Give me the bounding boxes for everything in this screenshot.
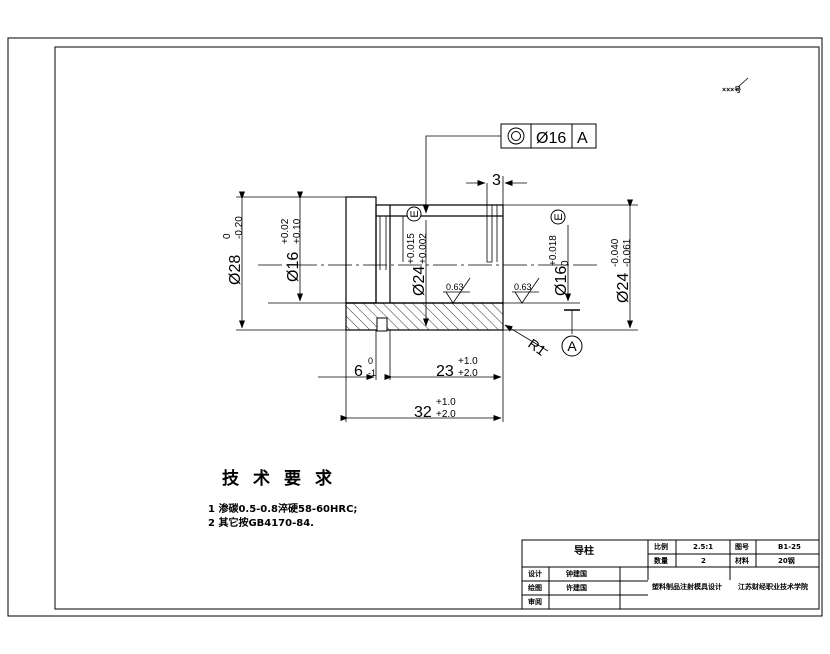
svg-text:-0.20: -0.20 bbox=[234, 216, 245, 239]
svg-text:Ø16: Ø16 bbox=[285, 252, 302, 282]
svg-text:A: A bbox=[567, 338, 577, 354]
svg-text:23: 23 bbox=[436, 363, 454, 380]
svg-text:-0.061: -0.061 bbox=[622, 238, 633, 267]
svg-text:+0.015: +0.015 bbox=[406, 233, 417, 264]
dim-length-23: 23 +1.0 +2.0 bbox=[436, 356, 478, 380]
section-hatch bbox=[345, 302, 504, 331]
corner-mark: ×××号 bbox=[722, 85, 741, 94]
relief-groove bbox=[376, 317, 388, 332]
designer-name: 钟建国 bbox=[566, 570, 587, 578]
svg-text:+0.10: +0.10 bbox=[292, 218, 303, 244]
svg-text:+1.0: +1.0 bbox=[458, 356, 478, 367]
dim-radius: R1 bbox=[525, 335, 549, 358]
svg-text:6: 6 bbox=[354, 363, 363, 380]
envelope-symbol-mid: E bbox=[406, 206, 422, 222]
dim-d24-right: Ø24 -0.040 -0.061 bbox=[610, 238, 633, 303]
svg-text:-0.040: -0.040 bbox=[610, 238, 621, 267]
dim-d16-right: Ø16 +0.018 0 bbox=[548, 235, 571, 296]
drawing-no-value: B1-25 bbox=[778, 543, 801, 551]
dim-length-6: 6 0 -1 bbox=[354, 356, 376, 380]
dim-d28: Ø28 0 -0.20 bbox=[222, 216, 245, 285]
dim-d24-mid: Ø24 +0.015 +0.002 bbox=[406, 233, 429, 296]
svg-text:0: 0 bbox=[368, 356, 373, 366]
scale-value: 2.5:1 bbox=[693, 543, 714, 551]
scale-label: 比例 bbox=[654, 543, 668, 551]
roughness-symbol-1: 0.63 bbox=[443, 277, 471, 304]
svg-text:E: E bbox=[553, 213, 565, 220]
svg-text:+1.0: +1.0 bbox=[436, 397, 456, 408]
envelope-symbol-right: E bbox=[550, 209, 566, 225]
svg-text:0: 0 bbox=[222, 233, 233, 239]
qty-label: 数量 bbox=[654, 557, 668, 565]
material-label: 材料 bbox=[735, 557, 749, 565]
design-label: 设计 bbox=[528, 570, 542, 578]
material-value: 20钢 bbox=[778, 557, 795, 565]
svg-text:32: 32 bbox=[414, 404, 432, 421]
svg-text:+0.02: +0.02 bbox=[280, 218, 291, 244]
title-block bbox=[521, 539, 820, 610]
tech-requirement-item: 2 其它按GB4170-84. bbox=[208, 518, 314, 529]
svg-text:Ø24: Ø24 bbox=[615, 273, 632, 303]
part-name: 导柱 bbox=[574, 546, 594, 557]
dim-width-3: 3 bbox=[492, 172, 501, 189]
svg-text:Ø24: Ø24 bbox=[411, 266, 428, 296]
fcf-datum: A bbox=[577, 130, 588, 147]
svg-text:+0.002: +0.002 bbox=[418, 233, 429, 264]
svg-text:+0.018: +0.018 bbox=[548, 235, 559, 266]
svg-text:0.63: 0.63 bbox=[514, 282, 532, 292]
tech-requirements-title: 技术要求 bbox=[222, 469, 346, 489]
project-name: 塑料制品注射模具设计 bbox=[652, 583, 722, 591]
svg-text:0: 0 bbox=[560, 260, 571, 266]
draw-label: 绘图 bbox=[528, 584, 542, 592]
tech-requirement-item: 1 渗碳0.5-0.8淬硬58-60HRC; bbox=[208, 504, 358, 515]
svg-text:-1: -1 bbox=[368, 368, 376, 378]
drawing-no-label: 图号 bbox=[735, 543, 749, 551]
fcf-leader bbox=[423, 135, 501, 214]
dimension-lines bbox=[239, 180, 633, 421]
datum-a: A bbox=[561, 309, 583, 357]
inner-border bbox=[54, 46, 820, 610]
dim-d16-left: Ø16 +0.02 +0.10 bbox=[280, 218, 303, 282]
school-name: 江苏财经职业技术学院 bbox=[738, 583, 808, 591]
svg-text:+2.0: +2.0 bbox=[436, 409, 456, 420]
review-label: 审阅 bbox=[528, 598, 542, 606]
extension-lines bbox=[236, 176, 638, 422]
fcf-tolerance: Ø16 bbox=[536, 130, 566, 147]
roughness-symbol-2: 0.63 bbox=[512, 277, 540, 304]
svg-text:+2.0: +2.0 bbox=[458, 368, 478, 379]
feature-control-frame: Ø16 A bbox=[500, 123, 597, 149]
svg-text:Ø28: Ø28 bbox=[227, 255, 244, 285]
drafter-name: 许建国 bbox=[566, 584, 587, 592]
svg-text:0.63: 0.63 bbox=[446, 282, 464, 292]
outer-border bbox=[7, 37, 823, 617]
dim-length-32: 32 +1.0 +2.0 bbox=[414, 397, 456, 421]
corner-mark-line bbox=[737, 77, 749, 88]
qty-value: 2 bbox=[701, 557, 706, 565]
svg-text:Ø16: Ø16 bbox=[553, 266, 570, 296]
svg-text:E: E bbox=[409, 210, 421, 217]
